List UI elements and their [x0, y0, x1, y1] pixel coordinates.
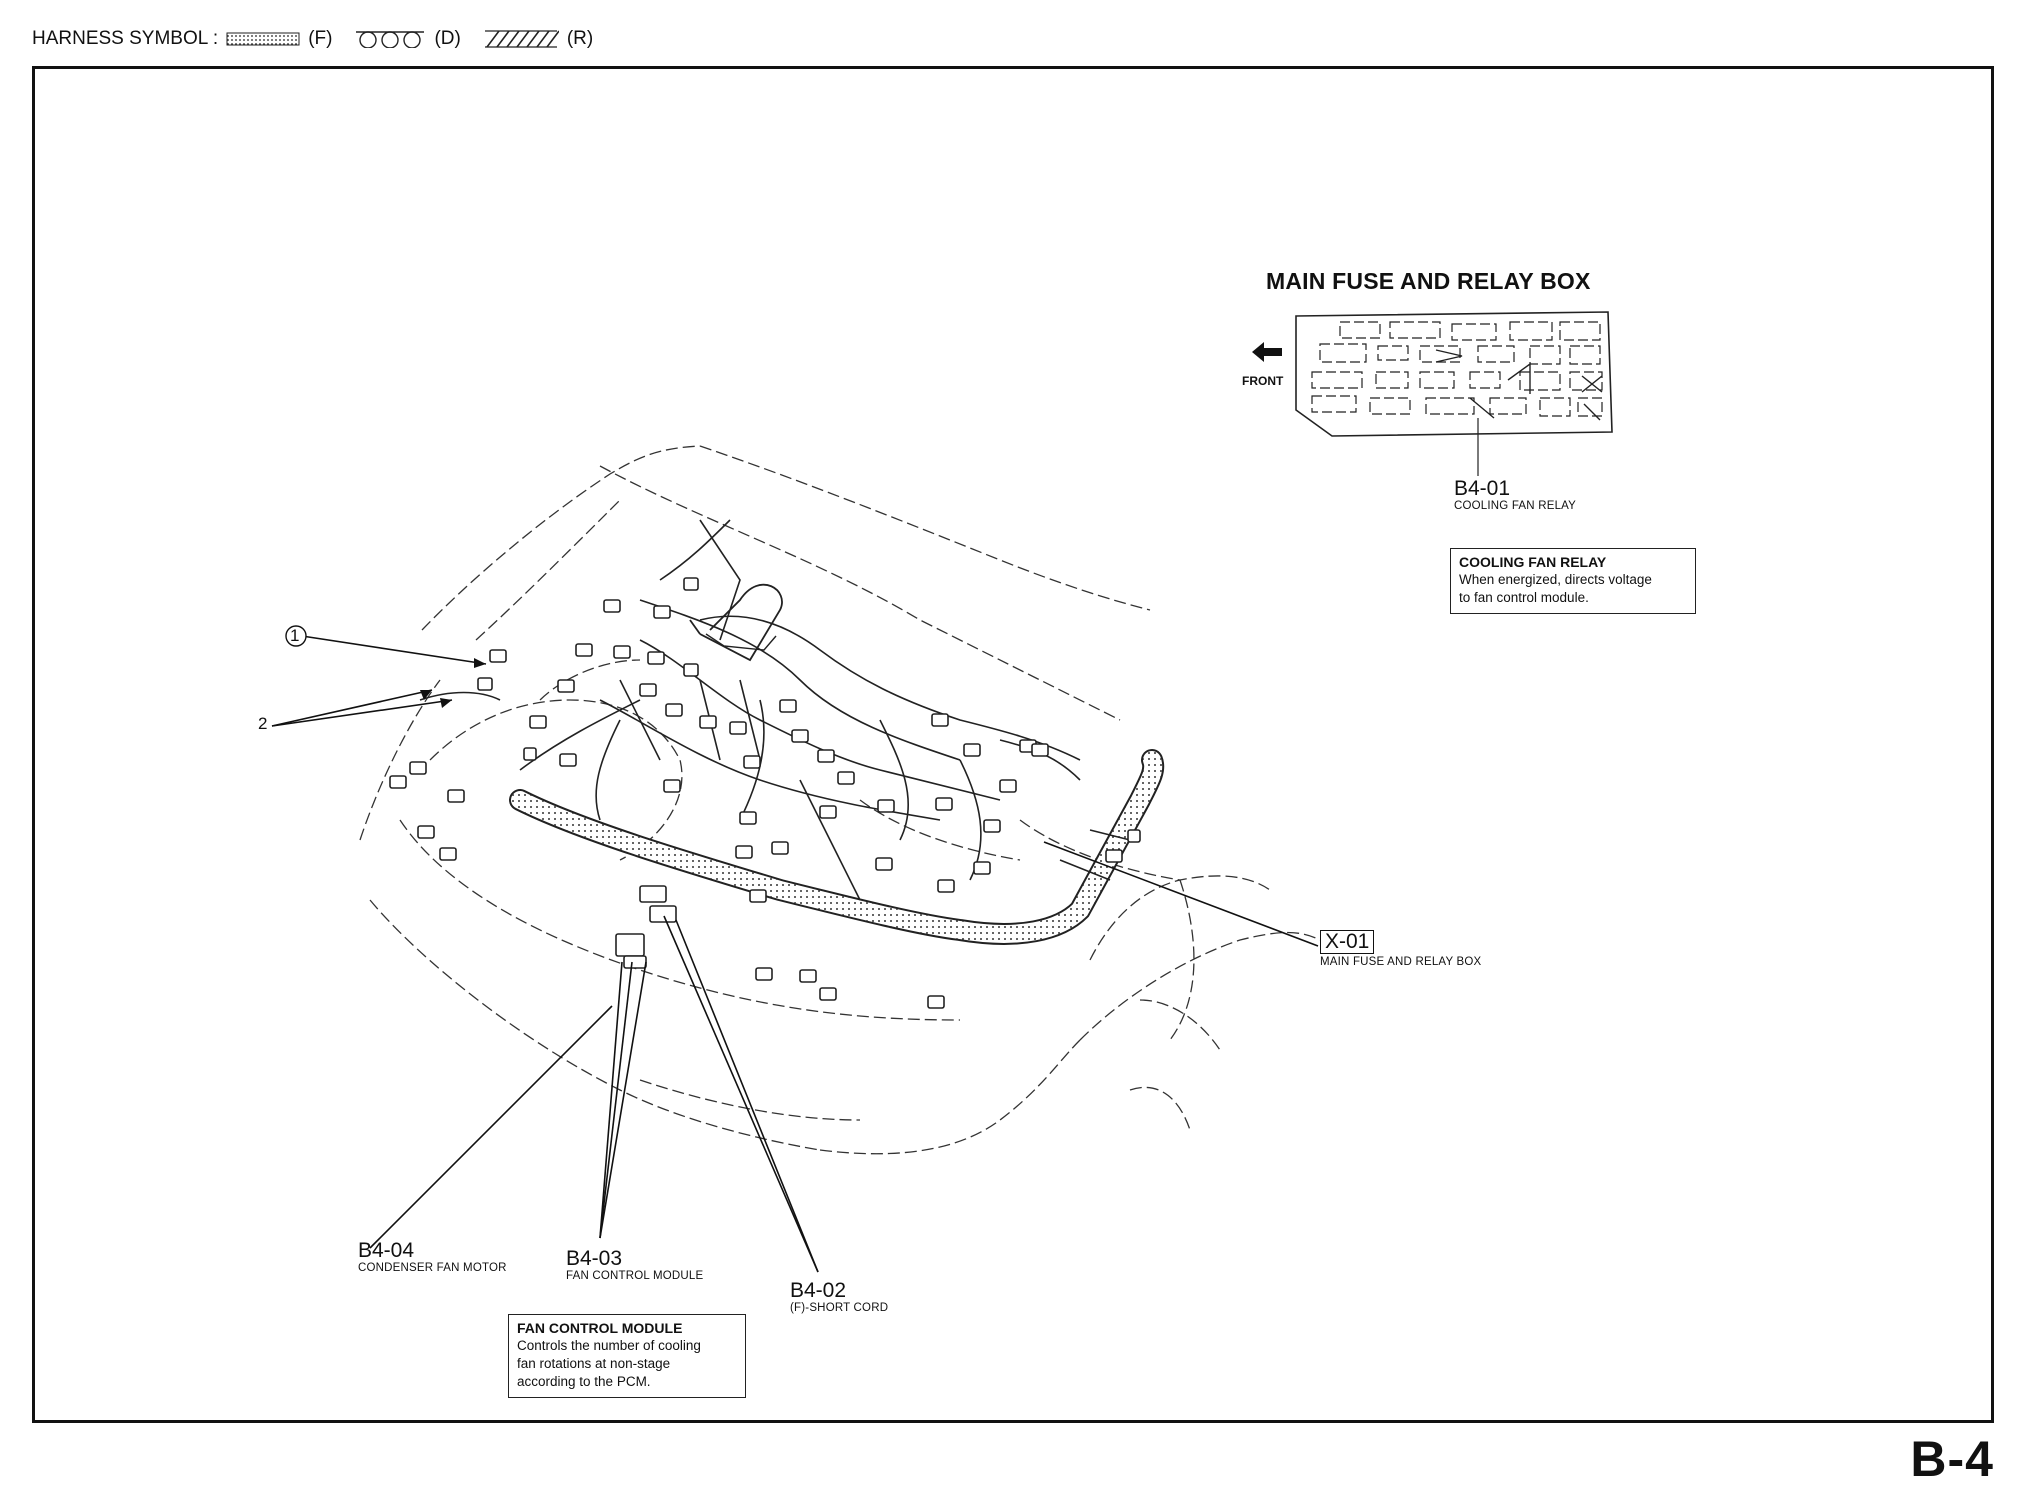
callout-b4-02-code: B4-02: [790, 1279, 847, 1302]
callout-b4-02-desc: (F)-SHORT CORD: [790, 1302, 889, 1314]
marker-one: 1: [290, 626, 300, 645]
marker-two: 2: [258, 714, 268, 733]
circle-chain-icon: [356, 31, 425, 48]
front-label: FRONT: [1242, 374, 1284, 388]
legend-prefix: HARNESS SYMBOL :: [32, 28, 219, 49]
relay-box-title: MAIN FUSE AND RELAY BOX: [1266, 268, 1591, 294]
note-cooling-fan-relay: COOLING FAN RELAY When energized, direct…: [1450, 548, 1696, 614]
relay-box-drawing: [1295, 311, 1613, 476]
hatched-band-icon: [484, 30, 559, 48]
legend-code-d: (D): [434, 28, 461, 49]
page-id: B-4: [1910, 1431, 1994, 1487]
callout-b4-04-code: B4-04: [358, 1239, 415, 1262]
callout-x-01-code: X-01: [1320, 930, 1375, 954]
diagram-frame: [32, 66, 1994, 1423]
callout-b4-03-code: B4-03: [566, 1247, 623, 1270]
note-fan-control-module-line: Controls the number of cooling: [517, 1338, 701, 1353]
leader-arrows: [420, 658, 486, 708]
callout-b4-01-code: B4-01: [1454, 477, 1511, 500]
callout-x-01-desc: MAIN FUSE AND RELAY BOX: [1320, 956, 1482, 968]
callout-b4-04: B4-04 CONDENSER FAN MOTOR: [358, 1240, 507, 1275]
callout-b4-03-desc: FAN CONTROL MODULE: [566, 1270, 704, 1282]
legend-code-f: (F): [308, 28, 333, 49]
note-fan-control-module-line: fan rotations at non-stage: [517, 1356, 671, 1371]
air-intake-duct: [689, 583, 783, 662]
note-cooling-fan-relay-line: to fan control module.: [1459, 590, 1589, 605]
callout-b4-01: B4-01 COOLING FAN RELAY: [1454, 478, 1576, 513]
note-fan-control-module: FAN CONTROL MODULE Controls the number o…: [508, 1314, 746, 1398]
connector-glyphs: [389, 577, 1141, 1009]
note-fan-control-module-line: according to the PCM.: [517, 1374, 651, 1389]
dotted-band-icon: [226, 32, 300, 46]
leader-lines: [271, 635, 1319, 1273]
vehicle-body-outline: [359, 445, 1321, 1155]
note-cooling-fan-relay-title: COOLING FAN RELAY: [1459, 554, 1607, 570]
engine-harness-wires: [419, 519, 1131, 901]
fan-control-module-drawing: [615, 885, 677, 969]
callout-b4-02: B4-02 (F)-SHORT CORD: [790, 1280, 888, 1315]
marker-one-circle: [285, 625, 307, 647]
callout-b4-03: B4-03 FAN CONTROL MODULE: [566, 1248, 703, 1283]
front-arrow-icon: [1252, 342, 1282, 362]
note-fan-control-module-title: FAN CONTROL MODULE: [517, 1320, 683, 1336]
note-cooling-fan-relay-line: When energized, directs voltage: [1459, 572, 1652, 587]
callout-b4-04-desc: CONDENSER FAN MOTOR: [358, 1262, 507, 1274]
callout-b4-01-desc: COOLING FAN RELAY: [1454, 500, 1577, 512]
legend-code-r: (R): [566, 28, 594, 49]
harness-symbol-legend: HARNESS SYMBOL : (F) (D) (R): [32, 28, 593, 50]
callout-x-01: X-01 MAIN FUSE AND RELAY BOX: [1320, 930, 1481, 969]
front-harness-band: [509, 749, 1165, 945]
